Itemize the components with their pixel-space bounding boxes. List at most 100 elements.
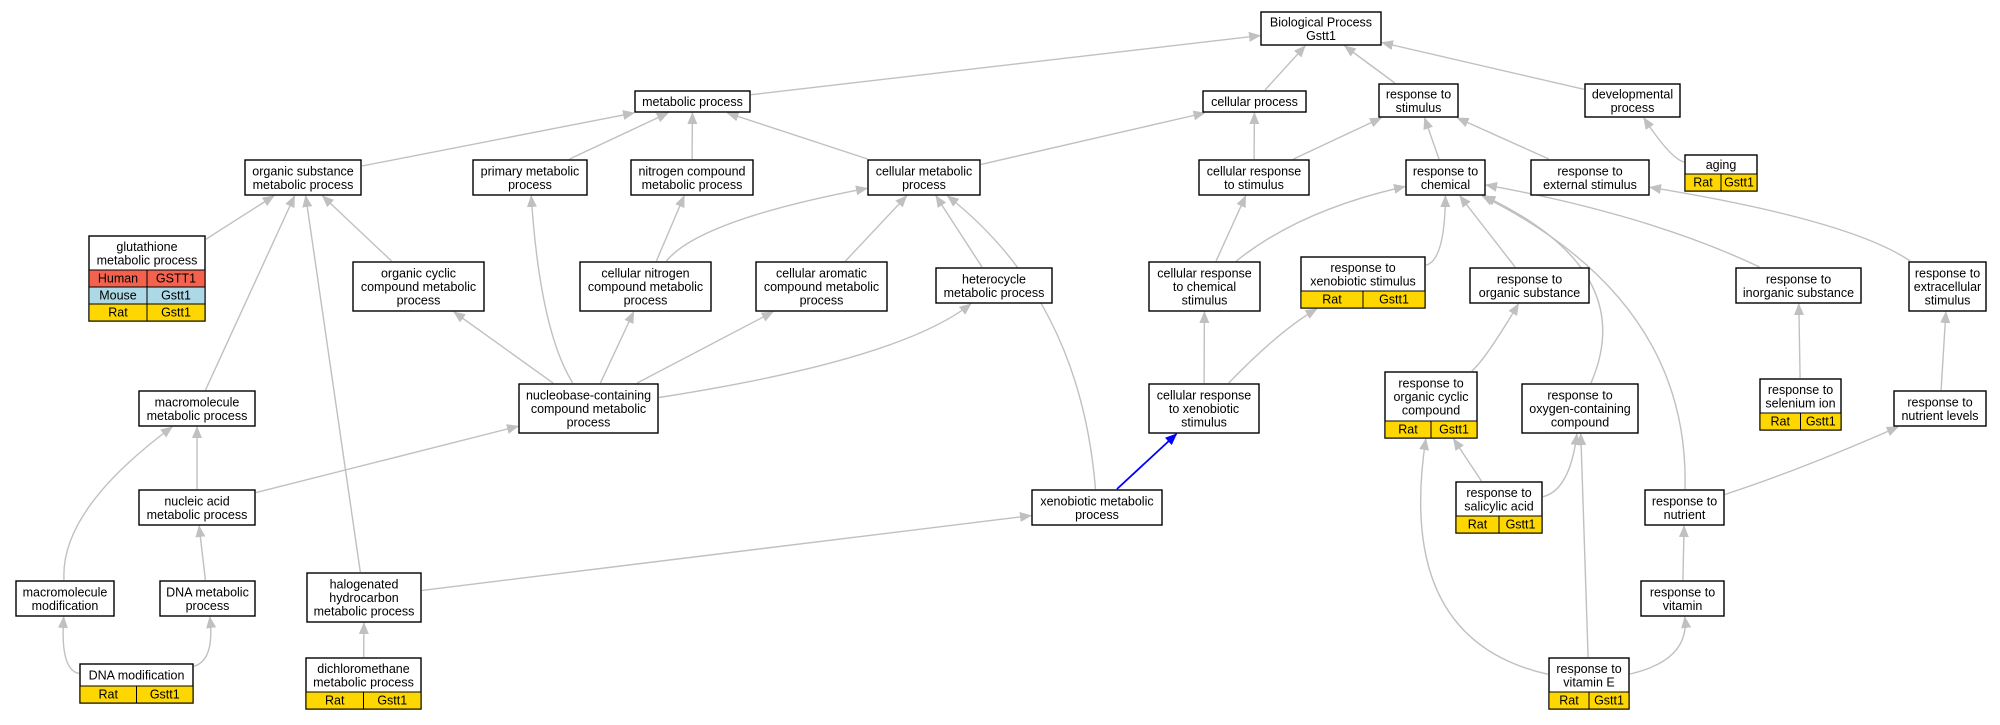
term-box [630,159,754,196]
edge-macromolecule_met-to-organic_substance_met [204,195,296,391]
term-box [1584,83,1681,118]
species-label: Rat [1398,423,1418,437]
edge-resp_xenobiotic-to-resp_chemical [1425,195,1451,266]
term-label-line: nutrient levels [1901,409,1978,423]
edge-dna_met-to-nucleic_acid_met [195,525,207,581]
term-label-line: macromolecule [23,585,108,599]
term-label-line: DNA modification [89,669,185,683]
edge-nucleobase_met-to-heterocycle_met [658,303,972,399]
term-label-line: process [1611,101,1655,115]
edge-nucleobase_met-to-cellular_aromatic_met [636,311,774,384]
term-label-line: aging [1706,158,1737,172]
term-box [244,159,362,196]
edge-cellular_nitrogen_met-to-cellular_met [665,185,868,262]
term-label-line: metabolic process [253,178,354,192]
term-label-line: stimulus [1181,416,1227,430]
term-label-line: metabolic process [642,95,743,109]
term-box [634,90,751,113]
term-box [1378,83,1459,118]
term-label-line: external stimulus [1543,178,1637,192]
edge-resp_extracellular-to-resp_external [1649,184,1911,262]
term-box [867,159,981,196]
gene-cell: Gstt1 [363,691,422,710]
term-box [1198,159,1310,196]
term-label-line: organic cyclic [381,267,456,281]
species-label: Rat [99,688,119,702]
term-label-line: process [567,416,611,430]
term-label-line: cellular metabolic [876,164,973,178]
edges-layer [57,31,1951,675]
go-term-cellular-process[interactable]: cellular process [1202,90,1307,113]
edge-glutathione-to-organic_substance_met [205,195,275,240]
edge-cellular_resp_xenobiotic-to-resp_xenobiotic [1228,308,1318,384]
term-label-line: developmental [1592,87,1673,101]
gene-cell: Gstt1 [136,685,194,704]
term-label-line: stimulus [1182,294,1228,308]
edge-resp_chemical-to-resp_stimulus [1423,117,1440,160]
species-label: Mouse [99,289,137,303]
term-label-line: salicylic acid [1464,499,1534,513]
gene-label: Gstt1 [161,306,191,320]
edge-cellular_met-to-cellular_process [980,110,1206,166]
term-label-line: response to [1766,272,1831,286]
edge-cellular_resp_chemical-to-cellular_resp_stimulus [1215,195,1247,262]
term-label-line: compound metabolic [531,402,646,416]
term-label-line: compound metabolic [361,280,476,294]
gene-cell: GSTT1 [146,269,206,288]
species-cell: Mouse [88,286,148,305]
edge-resp_vitamin-to-resp_nutrient [1678,525,1689,581]
term-label-line: organic substance [252,164,354,178]
species-label: Rat [1771,415,1791,429]
term-label-line: compound [1402,404,1460,418]
go-term-metabolic[interactable]: metabolic process [634,90,751,113]
term-label-line: to xenobiotic [1169,402,1239,416]
term-label-line: metabolic process [944,286,1045,300]
term-label-line: xenobiotic stimulus [1310,274,1416,288]
term-box [1260,11,1382,46]
edge-nucleobase_met-to-cellular_nitrogen_met [599,311,635,384]
term-box [138,489,256,526]
edge-resp_vitamin_e-to-resp_oxygen [1576,433,1589,658]
edge-metabolic-to-bp [750,31,1261,96]
